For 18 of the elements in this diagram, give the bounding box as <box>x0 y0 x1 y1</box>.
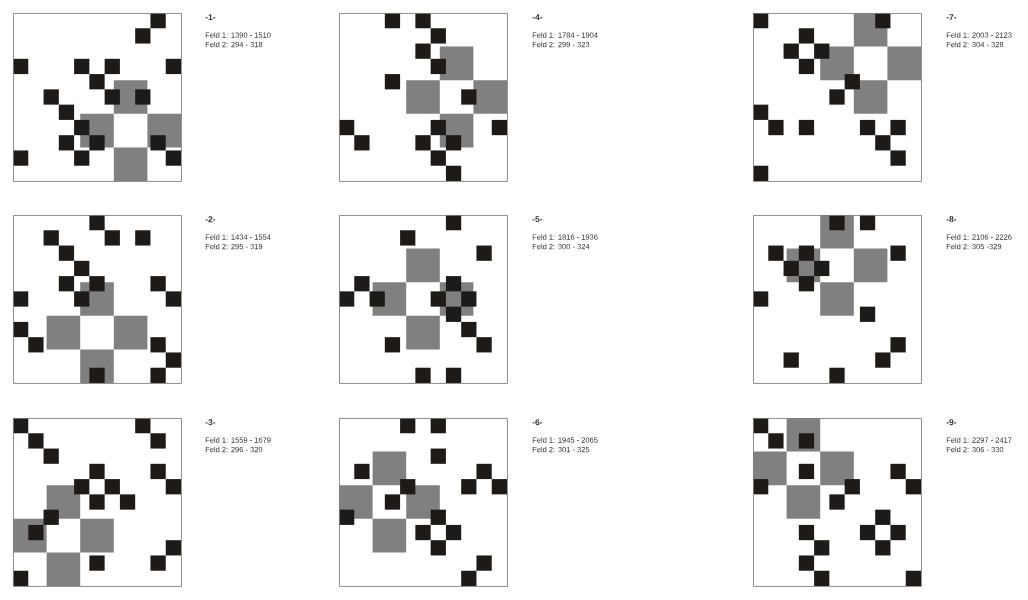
pattern-drawing <box>753 215 922 384</box>
pattern-drawing <box>753 418 922 587</box>
panel-number: -6- <box>532 419 543 426</box>
panel-number: -9- <box>946 419 957 426</box>
pattern-drawing <box>339 418 508 587</box>
pattern-drawing <box>13 13 182 182</box>
panel-number: -3- <box>205 419 216 426</box>
panel-number: -8- <box>946 216 957 223</box>
pattern-drawing <box>13 418 182 587</box>
panel-number: -7- <box>946 14 957 21</box>
pattern-drawing <box>339 215 508 384</box>
panel-number: -4- <box>532 14 543 21</box>
pattern-drawing <box>339 13 508 182</box>
panel-number: -1- <box>205 14 216 21</box>
panel-number: -5- <box>532 216 543 223</box>
panel-number: -2- <box>205 216 216 223</box>
pattern-drawing <box>13 215 182 384</box>
pattern-drawing <box>753 13 922 182</box>
